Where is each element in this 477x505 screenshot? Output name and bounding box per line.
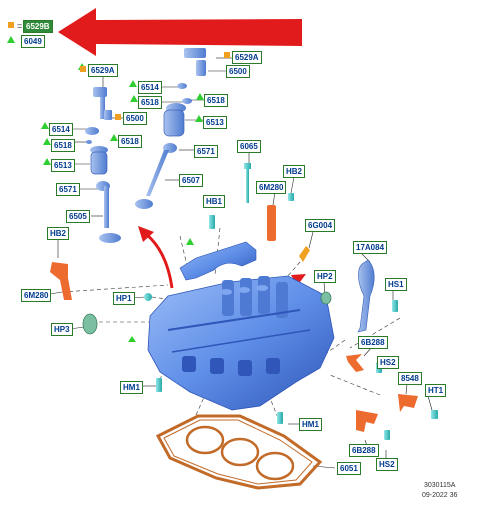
- label-6065: 6065: [237, 140, 261, 153]
- label-6529A-top: 6529A: [232, 51, 262, 64]
- label-6518-right-1: 6518: [138, 96, 162, 109]
- label-HM1-left: HM1: [120, 381, 143, 394]
- square-orange-icon: [224, 52, 230, 58]
- label-6507: 6507: [179, 174, 203, 187]
- label-6500-left: 6500: [123, 112, 147, 125]
- label-HT1: HT1: [425, 384, 447, 397]
- label-6518-left-1: 6518: [118, 135, 142, 148]
- triangle-green-icon: [196, 93, 204, 100]
- triangle-green-icon: [43, 138, 51, 145]
- label-6B288-bottom: 6B288: [349, 444, 379, 457]
- label-HP1: HP1: [113, 292, 135, 305]
- label-6500-top: 6500: [226, 65, 250, 78]
- label-17A084: 17A084: [353, 241, 388, 254]
- label-6518-left-2: 6518: [51, 139, 75, 152]
- triangle-green-icon: [129, 80, 137, 87]
- label-HS2-top: HS2: [377, 356, 399, 369]
- pointer-arrow-icon: [58, 8, 302, 56]
- label-6513-right: 6513: [203, 116, 227, 129]
- label-6M280-top: 6M280: [256, 181, 287, 194]
- label-6514-right: 6514: [138, 81, 162, 94]
- label-6M280-left: 6M280: [21, 289, 52, 302]
- triangle-green-icon: [43, 158, 51, 165]
- triangle-green-icon: [186, 238, 194, 245]
- label-6529A-left: 6529A: [88, 64, 118, 77]
- fastener-triangle-icon: [128, 336, 136, 342]
- reference-date: 09-2022 36: [422, 492, 458, 499]
- label-6518-right-2: 6518: [204, 94, 228, 107]
- legend-equals: =: [17, 21, 23, 31]
- reference-code: 3030115A: [424, 482, 456, 489]
- label-6571-right: 6571: [194, 145, 218, 158]
- label-HP2: HP2: [314, 270, 336, 283]
- label-6B288-top: 6B288: [358, 336, 388, 349]
- label-HB2-left: HB2: [47, 227, 70, 240]
- label-HS1: HS1: [385, 278, 407, 291]
- label-HS2-bottom: HS2: [376, 458, 398, 471]
- label-6051: 6051: [337, 462, 361, 475]
- valve-train-left: [85, 87, 121, 243]
- triangle-green-icon: [195, 115, 203, 122]
- legend-code-6529B: 6529B: [23, 20, 53, 33]
- label-6513-left: 6513: [51, 159, 75, 172]
- camshaft-cap: [179, 241, 257, 281]
- triangle-green-icon: [7, 36, 15, 43]
- cylinder-head: [147, 275, 335, 411]
- label-HB2-top: HB2: [283, 165, 306, 178]
- lifting-eye: [357, 259, 375, 333]
- sensors: [50, 205, 418, 432]
- label-HM1-right: HM1: [299, 418, 322, 431]
- label-6571-left: 6571: [56, 183, 80, 196]
- square-orange-icon: [8, 22, 14, 28]
- label-6505: 6505: [66, 210, 90, 223]
- triangle-green-icon: [130, 95, 138, 102]
- triangle-green-icon: [41, 122, 49, 129]
- label-HB1-top: HB1: [203, 195, 226, 208]
- label-6G004: 6G004: [305, 219, 336, 232]
- valve-train-right: [135, 48, 206, 209]
- label-6514-left: 6514: [49, 123, 73, 136]
- triangle-green-icon: [110, 134, 118, 141]
- label-HP3: HP3: [51, 323, 73, 336]
- legend-code-6049: 6049: [21, 35, 45, 48]
- square-orange-icon: [115, 114, 121, 120]
- dashed-assembly-lines: [61, 227, 401, 419]
- red-arrowheads: [138, 226, 306, 286]
- head-gasket: [155, 414, 323, 490]
- plugs: [82, 291, 332, 335]
- square-orange-icon: [80, 66, 86, 72]
- label-8548: 8548: [398, 372, 422, 385]
